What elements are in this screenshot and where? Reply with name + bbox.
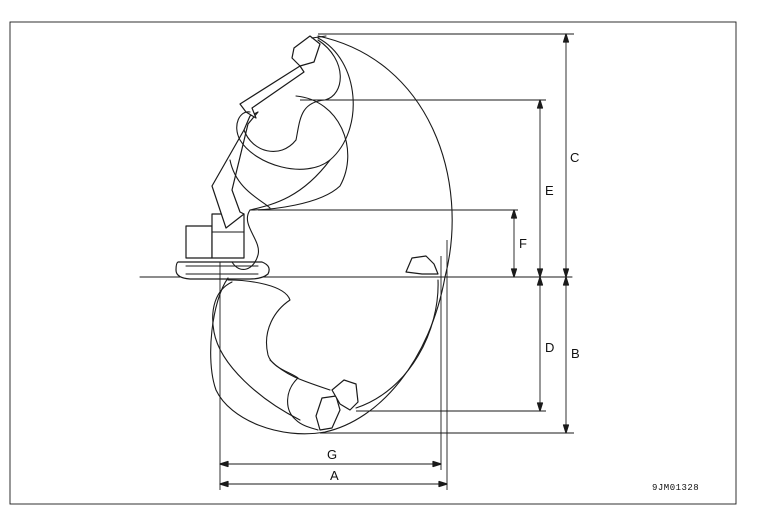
bucket-max-depth — [315, 379, 359, 431]
label-b: B — [571, 346, 580, 361]
dimension-lines — [219, 33, 570, 488]
label-c: C — [570, 150, 579, 165]
label-d: D — [545, 340, 554, 355]
label-a: A — [330, 468, 339, 483]
label-g: G — [327, 447, 337, 462]
inner-arcs-upper — [229, 37, 354, 270]
diagram-frame — [9, 21, 737, 505]
working-envelope — [210, 35, 453, 435]
drawing-code: 9JM01328 — [652, 483, 699, 493]
vertical-reference-lines — [219, 240, 448, 490]
label-e: E — [545, 183, 554, 198]
inner-arcs-lower — [212, 279, 439, 431]
bucket-ground-reach — [405, 255, 439, 275]
extension-lines — [258, 33, 574, 434]
excavator-body — [175, 35, 327, 280]
label-f: F — [519, 236, 527, 251]
